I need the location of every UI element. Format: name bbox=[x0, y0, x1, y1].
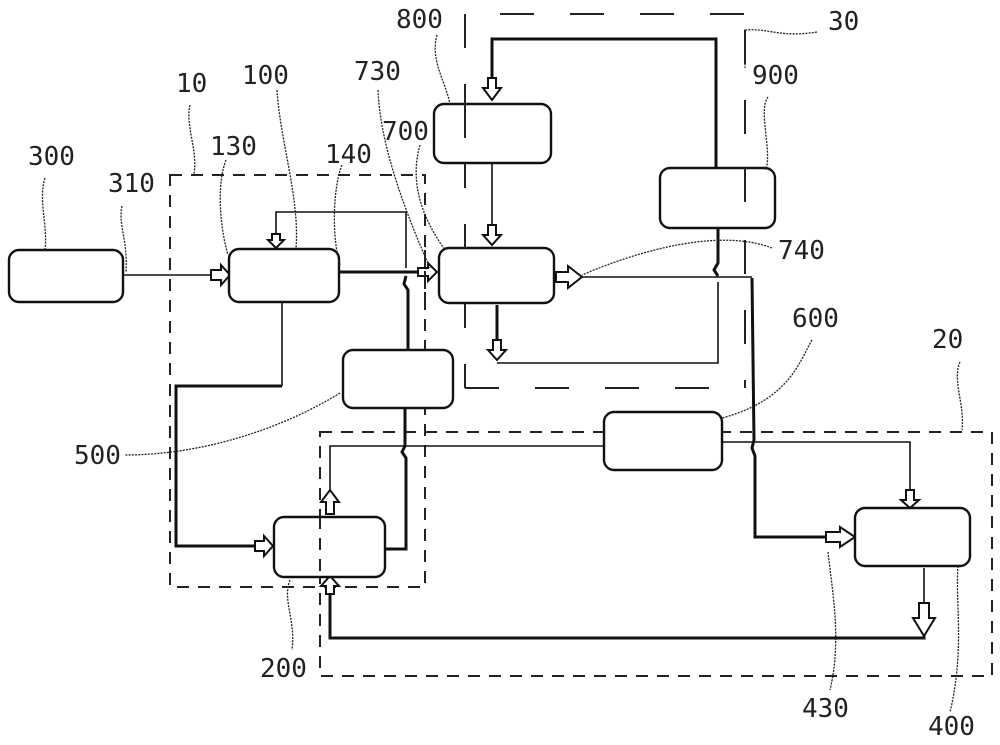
region-30-overlay bbox=[464, 104, 746, 228]
leader-500 bbox=[124, 392, 341, 456]
label-500: 500 bbox=[74, 441, 121, 471]
arrow-recycle-100 bbox=[265, 233, 287, 250]
arrow-into-200-bottom bbox=[318, 574, 342, 595]
label-100: 100 bbox=[242, 61, 289, 91]
leader-10 bbox=[188, 104, 196, 175]
unit-700 bbox=[437, 246, 556, 305]
pipe-500-up bbox=[402, 275, 410, 350]
leader-100 bbox=[276, 89, 298, 249]
pipe-200-to-500 bbox=[385, 408, 408, 551]
pipe-900-to-800 bbox=[490, 37, 718, 168]
label-800: 800 bbox=[396, 5, 443, 35]
unit-200 bbox=[272, 515, 387, 579]
pipe-700-bottom-loop bbox=[497, 282, 719, 364]
unit-100 bbox=[227, 247, 341, 304]
leader-730 bbox=[377, 89, 431, 269]
unit-500 bbox=[341, 348, 455, 410]
leader-900 bbox=[763, 96, 769, 171]
arrow-out-700 bbox=[555, 263, 584, 291]
leader-700 bbox=[415, 144, 446, 251]
label-140: 140 bbox=[325, 140, 372, 170]
arrow-into-100 bbox=[210, 262, 232, 288]
arrow-400-down bbox=[911, 602, 937, 638]
label-430: 430 bbox=[802, 694, 849, 724]
label-200: 200 bbox=[260, 654, 307, 684]
pipe-recycle-into-100 bbox=[275, 211, 407, 268]
arrow-into-700 bbox=[417, 260, 439, 284]
label-30: 30 bbox=[828, 7, 859, 37]
unit-400 bbox=[853, 506, 972, 568]
arrow-into-400 bbox=[825, 525, 857, 549]
leader-130 bbox=[219, 159, 229, 256]
unit-900 bbox=[658, 166, 777, 230]
label-730: 730 bbox=[354, 57, 401, 87]
label-20: 20 bbox=[932, 325, 963, 355]
label-700: 700 bbox=[382, 117, 429, 147]
leader-300 bbox=[41, 177, 47, 251]
label-310: 310 bbox=[108, 169, 155, 199]
label-400: 400 bbox=[928, 712, 975, 742]
pipe-100-to-200 bbox=[174, 384, 282, 548]
arrow-700-down bbox=[485, 339, 509, 362]
region-10-boundary bbox=[169, 174, 426, 588]
leader-140 bbox=[333, 164, 343, 266]
leader-600 bbox=[721, 339, 813, 419]
label-740: 740 bbox=[778, 236, 825, 266]
pipe-700-to-400 bbox=[750, 277, 828, 539]
arrow-into-800 bbox=[481, 77, 503, 102]
leader-800 bbox=[434, 34, 451, 105]
arrow-into-400-top bbox=[898, 489, 922, 510]
label-300: 300 bbox=[28, 142, 75, 172]
leader-310 bbox=[120, 205, 127, 273]
unit-300 bbox=[7, 248, 125, 304]
arrow-into-200 bbox=[254, 533, 275, 559]
pipe-600-to-400 bbox=[722, 441, 911, 490]
leader-430 bbox=[827, 551, 837, 691]
arrow-200-up bbox=[319, 488, 341, 515]
leader-740 bbox=[581, 239, 773, 276]
unit-800 bbox=[432, 102, 553, 165]
leader-20 bbox=[956, 361, 964, 431]
region-30-boundary bbox=[464, 13, 746, 389]
pipe-200-to-600 bbox=[329, 445, 604, 490]
pipe-900-down bbox=[712, 228, 720, 277]
unit-600 bbox=[602, 410, 724, 472]
leader-200 bbox=[286, 579, 294, 651]
label-10: 10 bbox=[176, 69, 207, 99]
arrow-800-to-700 bbox=[480, 224, 504, 247]
label-900: 900 bbox=[752, 61, 799, 91]
label-130: 130 bbox=[210, 132, 257, 162]
leader-30 bbox=[744, 29, 818, 68]
label-600: 600 bbox=[792, 304, 839, 334]
leader-400 bbox=[949, 565, 960, 713]
